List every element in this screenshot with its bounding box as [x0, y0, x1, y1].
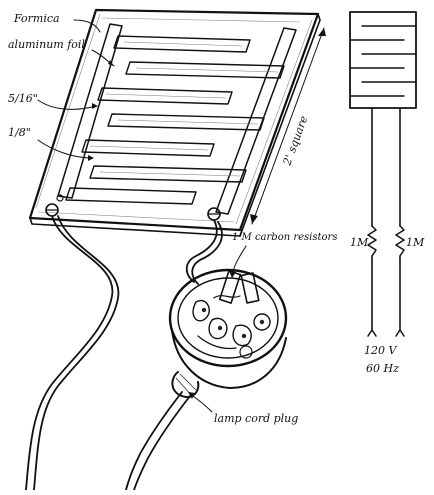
label-supply-voltage: 120 V — [364, 344, 397, 357]
label-dim-five-sixteenths: 5/16" — [8, 92, 38, 105]
lamp-cord — [25, 215, 223, 491]
leader-lines — [37, 19, 326, 413]
label-aluminum-foil: aluminum foil — [8, 38, 85, 51]
terminal-screw-right — [207, 207, 221, 221]
resistor-symbol-left — [367, 225, 377, 257]
label-formica: Formica — [13, 12, 60, 25]
lamp-cord-plug — [168, 268, 288, 398]
label-size-square: 2' square — [280, 114, 310, 168]
label-resistor-right: 1M — [406, 236, 425, 249]
label-lamp-cord-plug: lamp cord plug — [214, 412, 298, 425]
label-carbon-resistors: 1 M carbon resistors — [232, 232, 337, 243]
label-resistor-left: 1M — [350, 236, 369, 249]
resistor-symbol-right — [395, 225, 405, 257]
label-supply-frequency: 60 Hz — [366, 362, 399, 375]
schematic-wires — [371, 107, 401, 331]
schematic-sensor-plate — [349, 11, 417, 109]
aluminum-foil-electrodes — [57, 23, 297, 215]
label-dim-one-eighth: 1/8" — [8, 126, 31, 139]
supply-terminals — [367, 329, 405, 337]
